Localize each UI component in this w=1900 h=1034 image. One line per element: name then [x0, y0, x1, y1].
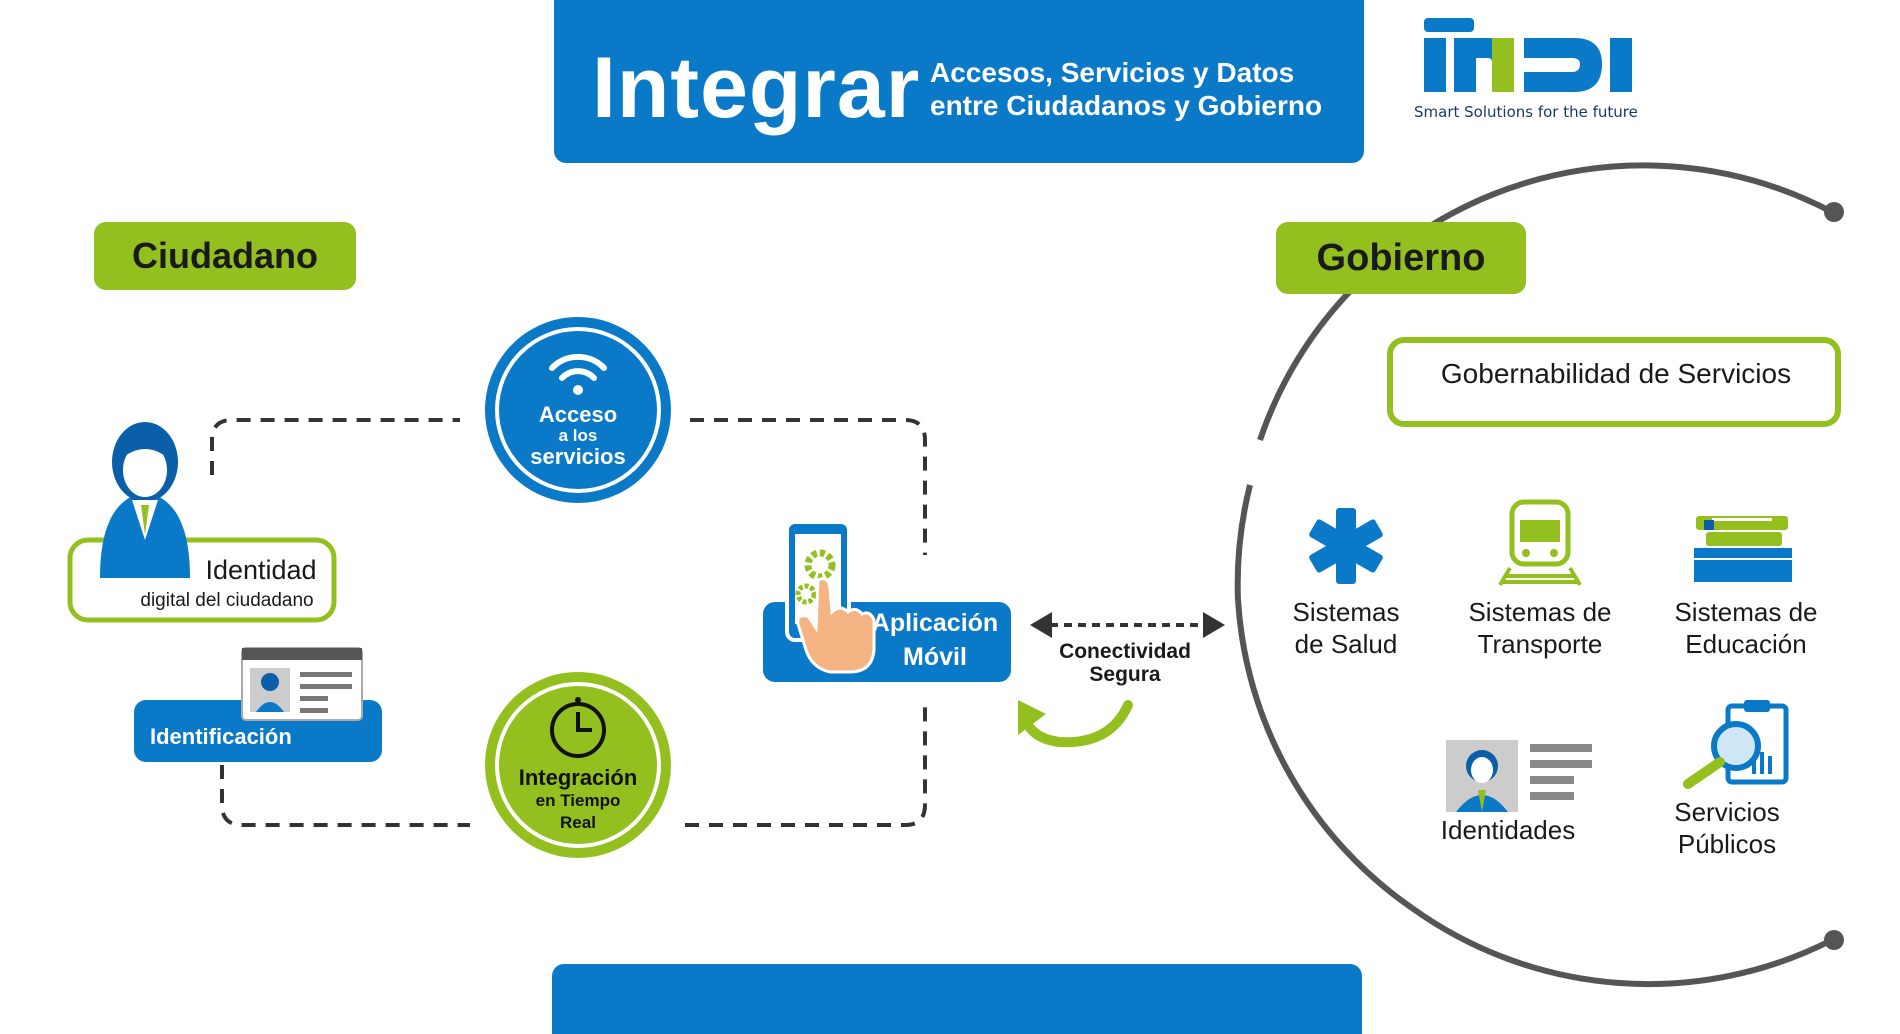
- books-icon: [1694, 516, 1792, 582]
- salud-label: Sistemas de Salud: [1266, 596, 1426, 660]
- id-card-icon: [241, 647, 363, 721]
- publicos-line2: Públicos: [1677, 829, 1777, 859]
- publicos-label: Servicios Públicos: [1642, 796, 1812, 860]
- integracion-circle-ring: [495, 682, 661, 848]
- train-icon: [1498, 499, 1582, 587]
- acceso-line2: a los: [558, 426, 598, 445]
- woman-avatar-icon: [100, 422, 190, 578]
- dashed-connector-top: [210, 418, 927, 555]
- header-subtitle-line1: Accesos, Servicios y Datos: [930, 57, 1295, 88]
- identidades-label: Identidades: [1440, 815, 1576, 845]
- dashed-connector-bottom: [220, 700, 927, 827]
- hand-pointer-icon: [796, 577, 876, 674]
- conectividad-line2: Segura: [1089, 663, 1161, 686]
- header-subtitle: Accesos, Servicios y Datos entre Ciudada…: [930, 56, 1360, 122]
- ciudadano-label: Ciudadano: [94, 222, 356, 290]
- app-text: Aplicación Móvil: [862, 606, 1008, 674]
- arc-end-dot-top: [1824, 202, 1844, 222]
- conectividad-text: Conectividad Segura: [1040, 640, 1210, 686]
- app-line2: Móvil: [903, 643, 967, 671]
- gobierno-arc-mid: [1235, 599, 1414, 911]
- identity-profile-icon: [1446, 740, 1592, 812]
- gobierno-arc-top: [1257, 162, 1834, 441]
- gobierno-label: Gobierno: [1276, 222, 1526, 294]
- logo-tagline: Smart Solutions for the future: [1414, 103, 1638, 121]
- salud-line2: de Salud: [1294, 629, 1398, 659]
- transporte-line2: Transporte: [1477, 629, 1603, 659]
- educacion-line1: Sistemas de: [1674, 597, 1818, 627]
- curved-arrow-icon: [1018, 700, 1133, 748]
- integracion-line3: Real: [560, 813, 596, 832]
- integracion-circle-outer: [485, 672, 671, 858]
- acceso-text: Acceso a los servicios: [500, 403, 656, 469]
- footer-banner: [552, 964, 1362, 1034]
- identity-title: Identidad: [205, 555, 317, 585]
- publicos-line1: Servicios: [1674, 797, 1780, 827]
- arc-end-dot-bottom: [1824, 930, 1844, 950]
- transporte-label: Sistemas de Transporte: [1452, 596, 1628, 660]
- acceso-circle-ring: [495, 327, 661, 493]
- gobierno-arc-left: [1234, 484, 1253, 601]
- magnifier-clipboard-icon: [1683, 700, 1789, 789]
- integracion-line1: Integración: [518, 765, 638, 790]
- acceso-line3: servicios: [530, 444, 626, 469]
- header-banner: [554, 0, 1364, 163]
- educacion-line2: Educación: [1685, 629, 1807, 659]
- integracion-line2: en Tiempo: [535, 791, 621, 810]
- header-title: Integrar: [592, 40, 921, 136]
- educacion-label: Sistemas de Educación: [1658, 596, 1834, 660]
- acceso-line1: Acceso: [538, 402, 618, 427]
- governance-box: [1387, 337, 1841, 427]
- integracion-text: Integración en Tiempo Real: [500, 766, 656, 834]
- bidirectional-arrow-icon: [1030, 612, 1225, 638]
- identity-subtitle: digital del ciudadano: [140, 590, 314, 611]
- conectividad-line1: Conectividad: [1059, 640, 1191, 663]
- header-subtitle-line2: entre Ciudadanos y Gobierno: [930, 90, 1323, 121]
- wifi-icon: [549, 353, 607, 395]
- imdi-logo: [1424, 18, 1632, 92]
- governance-label: Gobernabilidad de Servicios: [1440, 358, 1792, 389]
- identification-label: Identificación: [150, 724, 292, 749]
- transporte-line1: Sistemas de: [1468, 597, 1612, 627]
- clock-icon: [550, 697, 606, 758]
- acceso-circle-outer: [485, 317, 671, 503]
- salud-line1: Sistemas: [1292, 597, 1400, 627]
- app-line1: Aplicación: [871, 609, 999, 637]
- medical-asterisk-icon: [1309, 508, 1383, 584]
- gobierno-arc-bottom: [1410, 905, 1834, 988]
